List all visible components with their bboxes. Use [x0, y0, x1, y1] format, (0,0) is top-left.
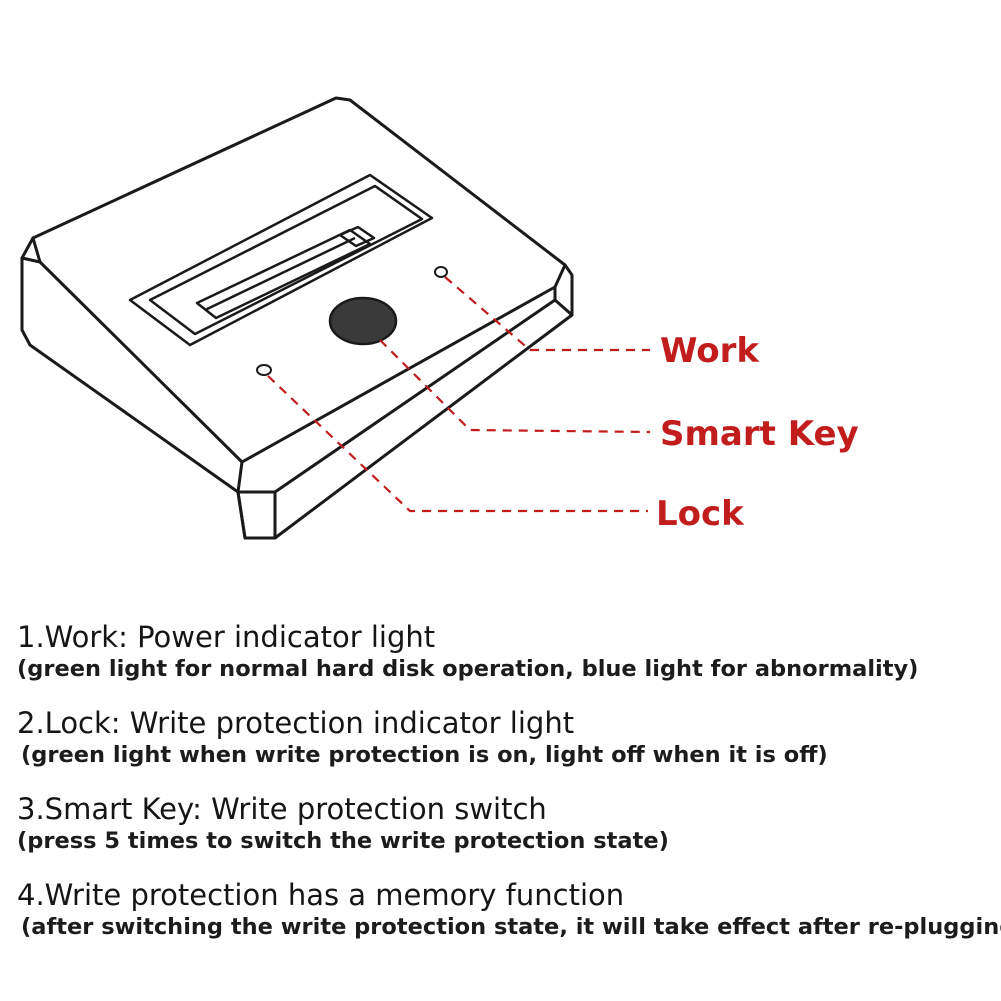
note-lock: 2.Lock: Write protection indicator light… [17, 706, 997, 770]
device-bevel-corner [236, 490, 247, 540]
smart-key-button [328, 296, 398, 346]
sata-connector-tab [338, 225, 376, 248]
callout-smart-key: Smart Key [660, 414, 859, 454]
device-bevel-front [236, 298, 557, 494]
note-detail: (after switching the write protection st… [21, 914, 1001, 940]
smart-key-leader-line [379, 339, 651, 434]
lock-leader-line [267, 375, 648, 513]
sata-connector-pins [204, 236, 356, 312]
device-diagram: Work Smart Key Lock [20, 96, 859, 540]
note-detail: (green light for normal hard disk operat… [17, 656, 919, 682]
note-title: 4.Write protection has a memory function [17, 878, 625, 912]
lock-led-icon [256, 364, 272, 376]
note-title: 1.Work: Power indicator light [17, 620, 436, 654]
work-leader-line [444, 276, 650, 352]
feature-notes: 1.Work: Power indicator light (green lig… [17, 620, 1001, 964]
device-top-face [31, 236, 567, 464]
work-led-icon [434, 266, 448, 278]
callout-lock: Lock [656, 494, 745, 534]
note-title: 3.Smart Key: Write protection switch [17, 792, 547, 826]
note-work: 1.Work: Power indicator light (green lig… [17, 620, 997, 684]
note-title: 2.Lock: Write protection indicator light [17, 706, 575, 740]
device-body-outline [20, 96, 574, 540]
drive-slot-inner [148, 184, 424, 336]
device-side-edge [553, 285, 574, 317]
drive-slot-outer [128, 173, 434, 347]
note-detail: (green light when write protection is on… [21, 742, 828, 768]
note-smart-key: 3.Smart Key: Write protection switch (pr… [17, 792, 997, 856]
callout-work: Work [660, 331, 760, 371]
note-detail: (press 5 times to switch the write prote… [17, 828, 669, 854]
device-bevel-left [20, 256, 42, 264]
note-memory: 4.Write protection has a memory function… [17, 878, 1001, 942]
sata-connector [195, 228, 372, 320]
